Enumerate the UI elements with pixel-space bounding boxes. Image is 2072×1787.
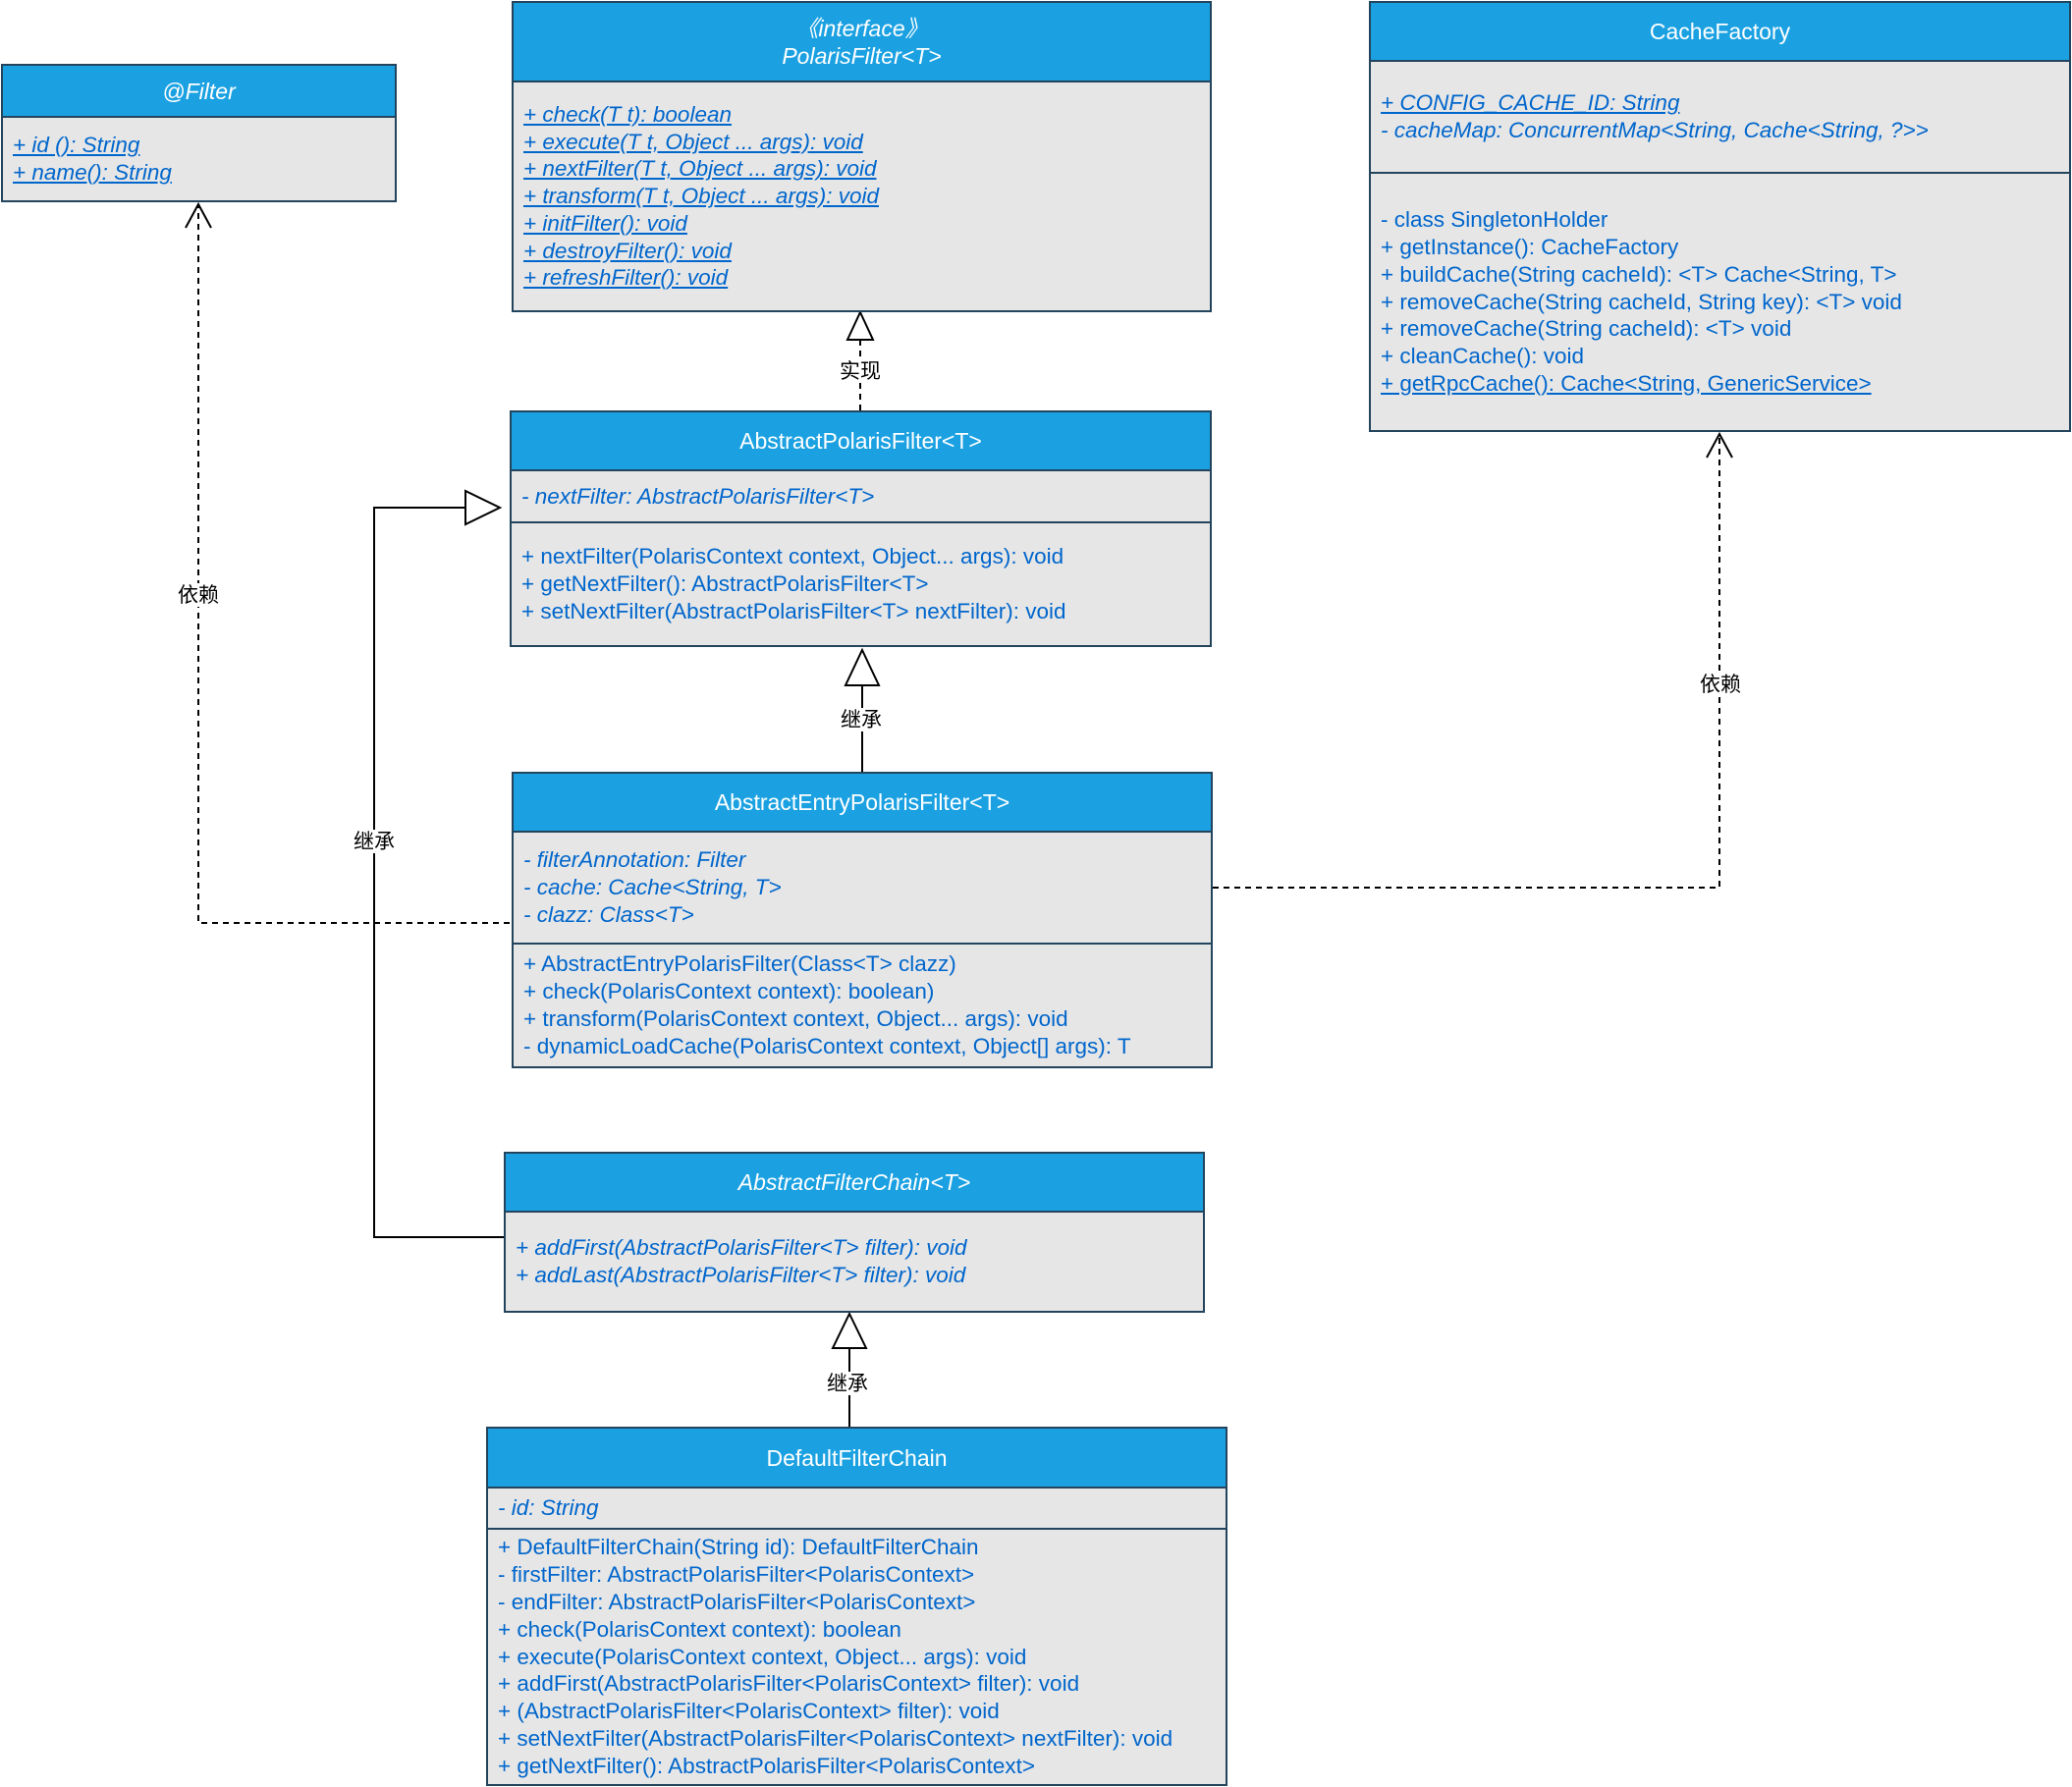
method: + nextFilter(T t, Object ... args): void <box>523 156 877 182</box>
field: - nextFilter: AbstractPolarisFilter<T> <box>521 483 875 509</box>
hollow-triangle-arrow <box>845 309 875 341</box>
realization-label: 实现 <box>840 359 881 383</box>
method: + getRpcCache(): Cache<String, GenericSe… <box>1381 370 1872 396</box>
class-filter[interactable]: @Filter + id (): String + name(): String <box>1 64 397 202</box>
field: - id: String <box>498 1495 599 1521</box>
class-title: @Filter <box>162 78 236 104</box>
class-title: AbstractFilterChain<T> <box>737 1169 971 1195</box>
class-title: AbstractEntryPolarisFilter<T> <box>714 789 1010 815</box>
fields-section: - filterAnnotation: Filter - cache: Cach… <box>514 833 1211 943</box>
class-abstract-filter-chain[interactable]: AbstractFilterChain<T> + addFirst(Abstra… <box>504 1152 1205 1313</box>
fields-section: - id: String <box>488 1489 1226 1528</box>
method: + addLast(AbstractPolarisFilter<T> filte… <box>516 1263 966 1287</box>
class-title: DefaultFilterChain <box>766 1444 948 1471</box>
methods-section: + addFirst(AbstractPolarisFilter<T> filt… <box>506 1213 1203 1311</box>
method: + initFilter(): void <box>523 210 687 236</box>
class-cache-factory[interactable]: CacheFactory + CONFIG_CACHE_ID: String -… <box>1369 1 2071 432</box>
methods-section: + check(T t): boolean + execute(T t, Obj… <box>514 82 1210 310</box>
method: + (AbstractPolarisFilter<PolarisContext>… <box>498 1699 1000 1724</box>
methods-section: - class SingletonHolder + getInstance():… <box>1371 172 2069 430</box>
method: + removeCache(String cacheId): <T> void <box>1381 316 1792 342</box>
method: - firstFilter: AbstractPolarisFilter<Pol… <box>498 1562 975 1588</box>
class-header: AbstractEntryPolarisFilter<T> <box>514 774 1211 833</box>
class-abstract-entry-polaris-filter[interactable]: AbstractEntryPolarisFilter<T> - filterAn… <box>512 772 1213 1068</box>
method: + destroyFilter(): void <box>523 238 732 263</box>
method: + removeCache(String cacheId, String key… <box>1381 289 1902 314</box>
method: + addFirst(AbstractPolarisFilter<Polaris… <box>498 1671 1080 1697</box>
method: - class SingletonHolder <box>1381 207 1609 233</box>
method: + check(PolarisContext context): boolean <box>498 1616 901 1642</box>
hollow-triangle-arrow <box>464 489 503 526</box>
class-header: AbstractFilterChain<T> <box>506 1154 1203 1213</box>
inheritance-label: 继承 <box>354 830 395 853</box>
class-title: CacheFactory <box>1649 19 1791 44</box>
class-title: AbstractPolarisFilter<T> <box>739 428 982 454</box>
method: - endFilter: AbstractPolarisFilter<Polar… <box>498 1590 976 1614</box>
member: + name(): String <box>13 160 172 185</box>
methods-section: + nextFilter(PolarisContext context, Obj… <box>512 521 1210 645</box>
field: - filterAnnotation: Filter <box>523 847 746 873</box>
inheritance-label: 继承 <box>827 1372 868 1395</box>
hollow-triangle-arrow <box>844 647 881 686</box>
method: + getNextFilter(): AbstractPolarisFilter… <box>521 571 929 597</box>
method: + check(T t): boolean <box>523 101 732 127</box>
fields-section: - nextFilter: AbstractPolarisFilter<T> <box>512 471 1210 521</box>
method: + refreshFilter(): void <box>523 265 729 291</box>
class-header: DefaultFilterChain <box>488 1429 1226 1489</box>
hollow-triangle-arrow <box>831 1311 868 1349</box>
method: + transform(T t, Object ... args): void <box>523 184 879 209</box>
open-arrow <box>1706 431 1733 459</box>
method: - dynamicLoadCache(PolarisContext contex… <box>523 1033 1131 1058</box>
dependency-label: 依赖 <box>1700 673 1741 696</box>
method: + setNextFilter(AbstractPolarisFilter<Po… <box>498 1725 1173 1751</box>
method: + check(PolarisContext context): boolean… <box>523 979 935 1004</box>
member: + id (): String <box>13 133 140 158</box>
class-polaris-filter[interactable]: 《interface》 PolarisFilter<T> + check(T t… <box>512 1 1212 312</box>
class-header: 《interface》 PolarisFilter<T> <box>514 3 1210 82</box>
class-title: PolarisFilter<T> <box>782 42 942 69</box>
field: - cache: Cache<String, T> <box>523 875 782 900</box>
method: + transform(PolarisContext context, Obje… <box>523 1006 1068 1031</box>
dependency-line <box>197 206 510 924</box>
method: + getNextFilter(): AbstractPolarisFilter… <box>498 1753 1036 1778</box>
class-default-filter-chain[interactable]: DefaultFilterChain - id: String + Defaul… <box>486 1427 1227 1786</box>
field: - clazz: Class<T> <box>523 901 694 927</box>
methods-section: + DefaultFilterChain(String id): Default… <box>488 1528 1226 1784</box>
class-header: CacheFactory <box>1371 3 2069 62</box>
method: + addFirst(AbstractPolarisFilter<T> filt… <box>516 1235 967 1261</box>
dependency-line <box>1213 436 1720 889</box>
members-section: + id (): String + name(): String <box>3 118 395 200</box>
method: + AbstractEntryPolarisFilter(Class<T> cl… <box>523 951 956 977</box>
inheritance-label: 继承 <box>841 708 882 731</box>
method: + nextFilter(PolarisContext context, Obj… <box>521 544 1064 569</box>
method: + execute(T t, Object ... args): void <box>523 129 863 154</box>
methods-section: + AbstractEntryPolarisFilter(Class<T> cl… <box>514 943 1211 1066</box>
field: + CONFIG_CACHE_ID: String <box>1381 90 1680 116</box>
class-header: @Filter <box>3 66 395 118</box>
inheritance-line <box>373 507 504 1238</box>
method: + buildCache(String cacheId): <T> Cache<… <box>1381 261 1897 287</box>
fields-section: + CONFIG_CACHE_ID: String - cacheMap: Co… <box>1371 62 2069 172</box>
class-abstract-polaris-filter[interactable]: AbstractPolarisFilter<T> - nextFilter: A… <box>510 410 1212 647</box>
dependency-label: 依赖 <box>178 583 219 607</box>
method: + DefaultFilterChain(String id): Default… <box>498 1535 979 1560</box>
method: + getInstance(): CacheFactory <box>1381 235 1679 259</box>
method: + execute(PolarisContext context, Object… <box>498 1644 1027 1669</box>
method: + setNextFilter(AbstractPolarisFilter<T>… <box>521 598 1066 623</box>
open-arrow <box>185 201 212 229</box>
field: - cacheMap: ConcurrentMap<String, Cache<… <box>1381 118 1929 142</box>
class-header: AbstractPolarisFilter<T> <box>512 412 1210 471</box>
method: + cleanCache(): void <box>1381 344 1584 369</box>
stereotype: 《interface》 <box>795 15 928 41</box>
